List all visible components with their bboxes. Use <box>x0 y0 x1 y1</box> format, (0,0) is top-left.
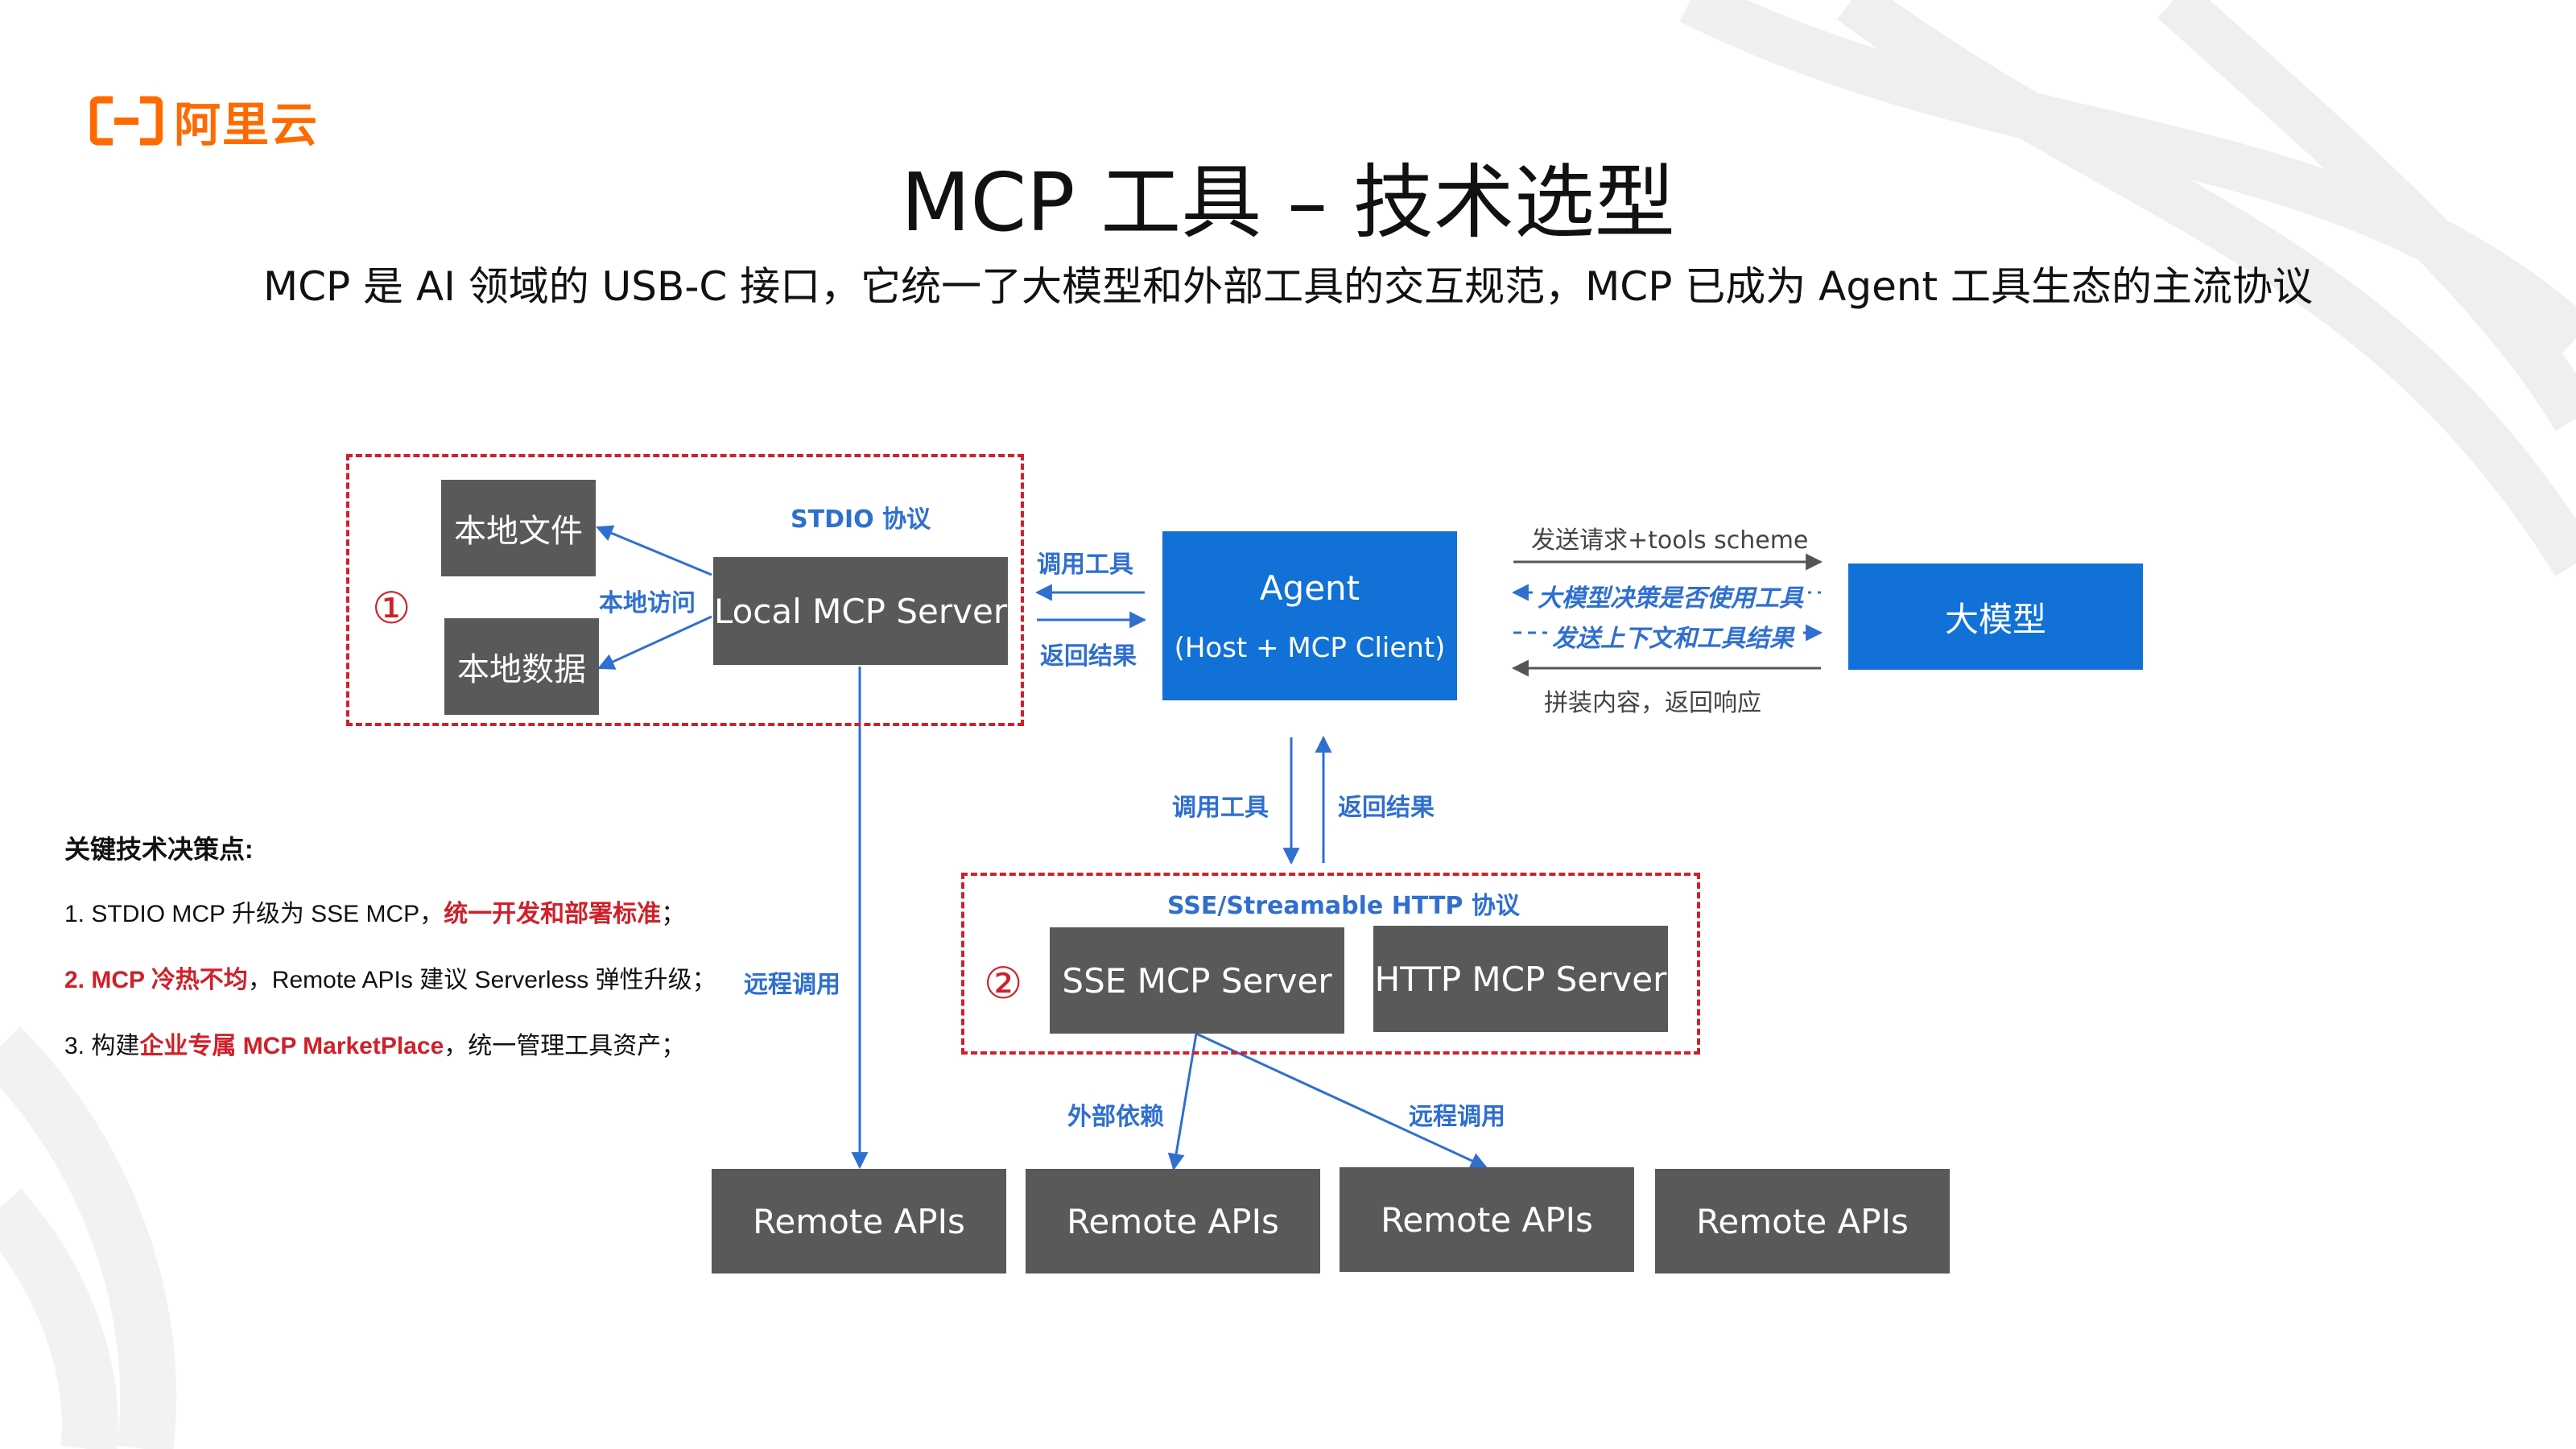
remote-apis-box-1: Remote APIs <box>712 1169 1006 1274</box>
return-result-label-horizontal: 返回结果 <box>1040 642 1137 671</box>
zone-2-http-box <box>961 873 1700 1055</box>
local-access-label: 本地访问 <box>599 583 696 618</box>
item3-prefix: 3. 构建 <box>64 1033 140 1059</box>
remote-apis-label-3: Remote APIs <box>1381 1199 1593 1240</box>
call-tool-label-horizontal: 调用工具 <box>1037 551 1133 579</box>
external-dep-arrow <box>1167 1033 1198 1171</box>
local-access-arrow-file <box>596 525 712 576</box>
decide-tool-label: 大模型决策是否使用工具 <box>1533 578 1808 613</box>
local-file-label: 本地文件 <box>454 513 583 550</box>
remote-apis-box-2: Remote APIs <box>1026 1169 1320 1274</box>
aliyun-logo-icon <box>90 96 163 146</box>
http-mcp-server-box: HTTP MCP Server <box>1373 926 1668 1032</box>
sse-mcp-server-label: SSE MCP Server <box>1062 960 1332 1001</box>
zone-2-marker: ② <box>984 958 1023 1009</box>
call-tool-label-vertical: 调用工具 <box>1172 794 1269 822</box>
zone-1-stdio-box <box>346 454 1024 726</box>
zone-1-marker: ① <box>372 583 411 634</box>
item3-emphasis: 企业专属 MCP MarketPlace <box>139 1033 444 1059</box>
local-mcp-server-box: Local MCP Server <box>713 557 1008 665</box>
remote-call-label-right: 远程调用 <box>1409 1103 1505 1131</box>
llm-label: 大模型 <box>1944 599 2046 639</box>
http-mcp-server-label: HTTP MCP Server <box>1374 959 1667 999</box>
remote-call-label-left: 远程调用 <box>744 971 840 999</box>
key-decisions-heading: 关键技术决策点: <box>64 835 254 864</box>
key-decision-item-3: 3. 构建企业专属 MCP MarketPlace，统一管理工具资产； <box>64 1026 716 1061</box>
remote-call-arrow-right <box>1195 1032 1488 1169</box>
return-result-label-vertical: 返回结果 <box>1338 794 1435 822</box>
remote-apis-label-1: Remote APIs <box>753 1201 965 1241</box>
item2-emphasis: 2. MCP 冷热不均 <box>64 967 248 993</box>
agent-title: Agent <box>1259 568 1360 608</box>
external-dep-label: 外部依赖 <box>1067 1103 1164 1131</box>
item2-suffix: ，Remote APIs 建议 Serverless 弹性升级； <box>247 967 716 993</box>
aliyun-logo-text: 阿里云 <box>174 97 320 152</box>
item3-suffix: ，统一管理工具资产； <box>444 1033 686 1059</box>
local-file-box: 本地文件 <box>441 480 596 576</box>
key-decision-item-1: 1. STDIO MCP 升级为 SSE MCP，统一开发和部署标准； <box>64 894 716 929</box>
agent-box: Agent (Host + MCP Client) <box>1162 531 1457 700</box>
send-context-label: 发送上下文和工具结果 <box>1547 618 1798 654</box>
local-access-arrow-data <box>597 615 712 670</box>
remote-apis-box-4: Remote APIs <box>1655 1169 1950 1274</box>
remote-apis-label-4: Remote APIs <box>1696 1201 1909 1241</box>
aliyun-logo: 阿里云 <box>90 87 319 155</box>
slide-title: MCP 工具 – 技术选型 <box>901 155 1675 250</box>
local-mcp-server-label: Local MCP Server <box>713 591 1008 631</box>
assemble-label: 拼装内容，返回响应 <box>1544 689 1761 717</box>
item1-emphasis: 统一开发和部署标准 <box>444 901 662 927</box>
item1-prefix: 1. STDIO MCP 升级为 SSE MCP， <box>64 901 444 927</box>
key-decision-item-2: 2. MCP 冷热不均，Remote APIs 建议 Serverless 弹性… <box>64 960 716 995</box>
local-data-label: 本地数据 <box>457 651 586 688</box>
remote-apis-box-3: Remote APIs <box>1340 1167 1634 1272</box>
agent-detail: (Host + MCP Client) <box>1174 631 1446 664</box>
llm-box: 大模型 <box>1848 564 2143 670</box>
stdio-protocol-label: STDIO 协议 <box>791 506 931 534</box>
sse-http-protocol-label: SSE/Streamable HTTP 协议 <box>1167 892 1520 920</box>
local-data-box: 本地数据 <box>444 618 599 715</box>
remote-apis-label-2: Remote APIs <box>1067 1201 1279 1241</box>
sse-mcp-server-box: SSE MCP Server <box>1050 927 1344 1034</box>
item1-suffix: ； <box>661 901 686 927</box>
slide-subtitle: MCP 是 AI 领域的 USB-C 接口，它统一了大模型和外部工具的交互规范，… <box>262 263 2314 310</box>
key-decisions-panel: 关键技术决策点: 1. STDIO MCP 升级为 SSE MCP，统一开发和部… <box>64 829 716 1092</box>
send-request-label: 发送请求+tools scheme <box>1531 526 1809 555</box>
